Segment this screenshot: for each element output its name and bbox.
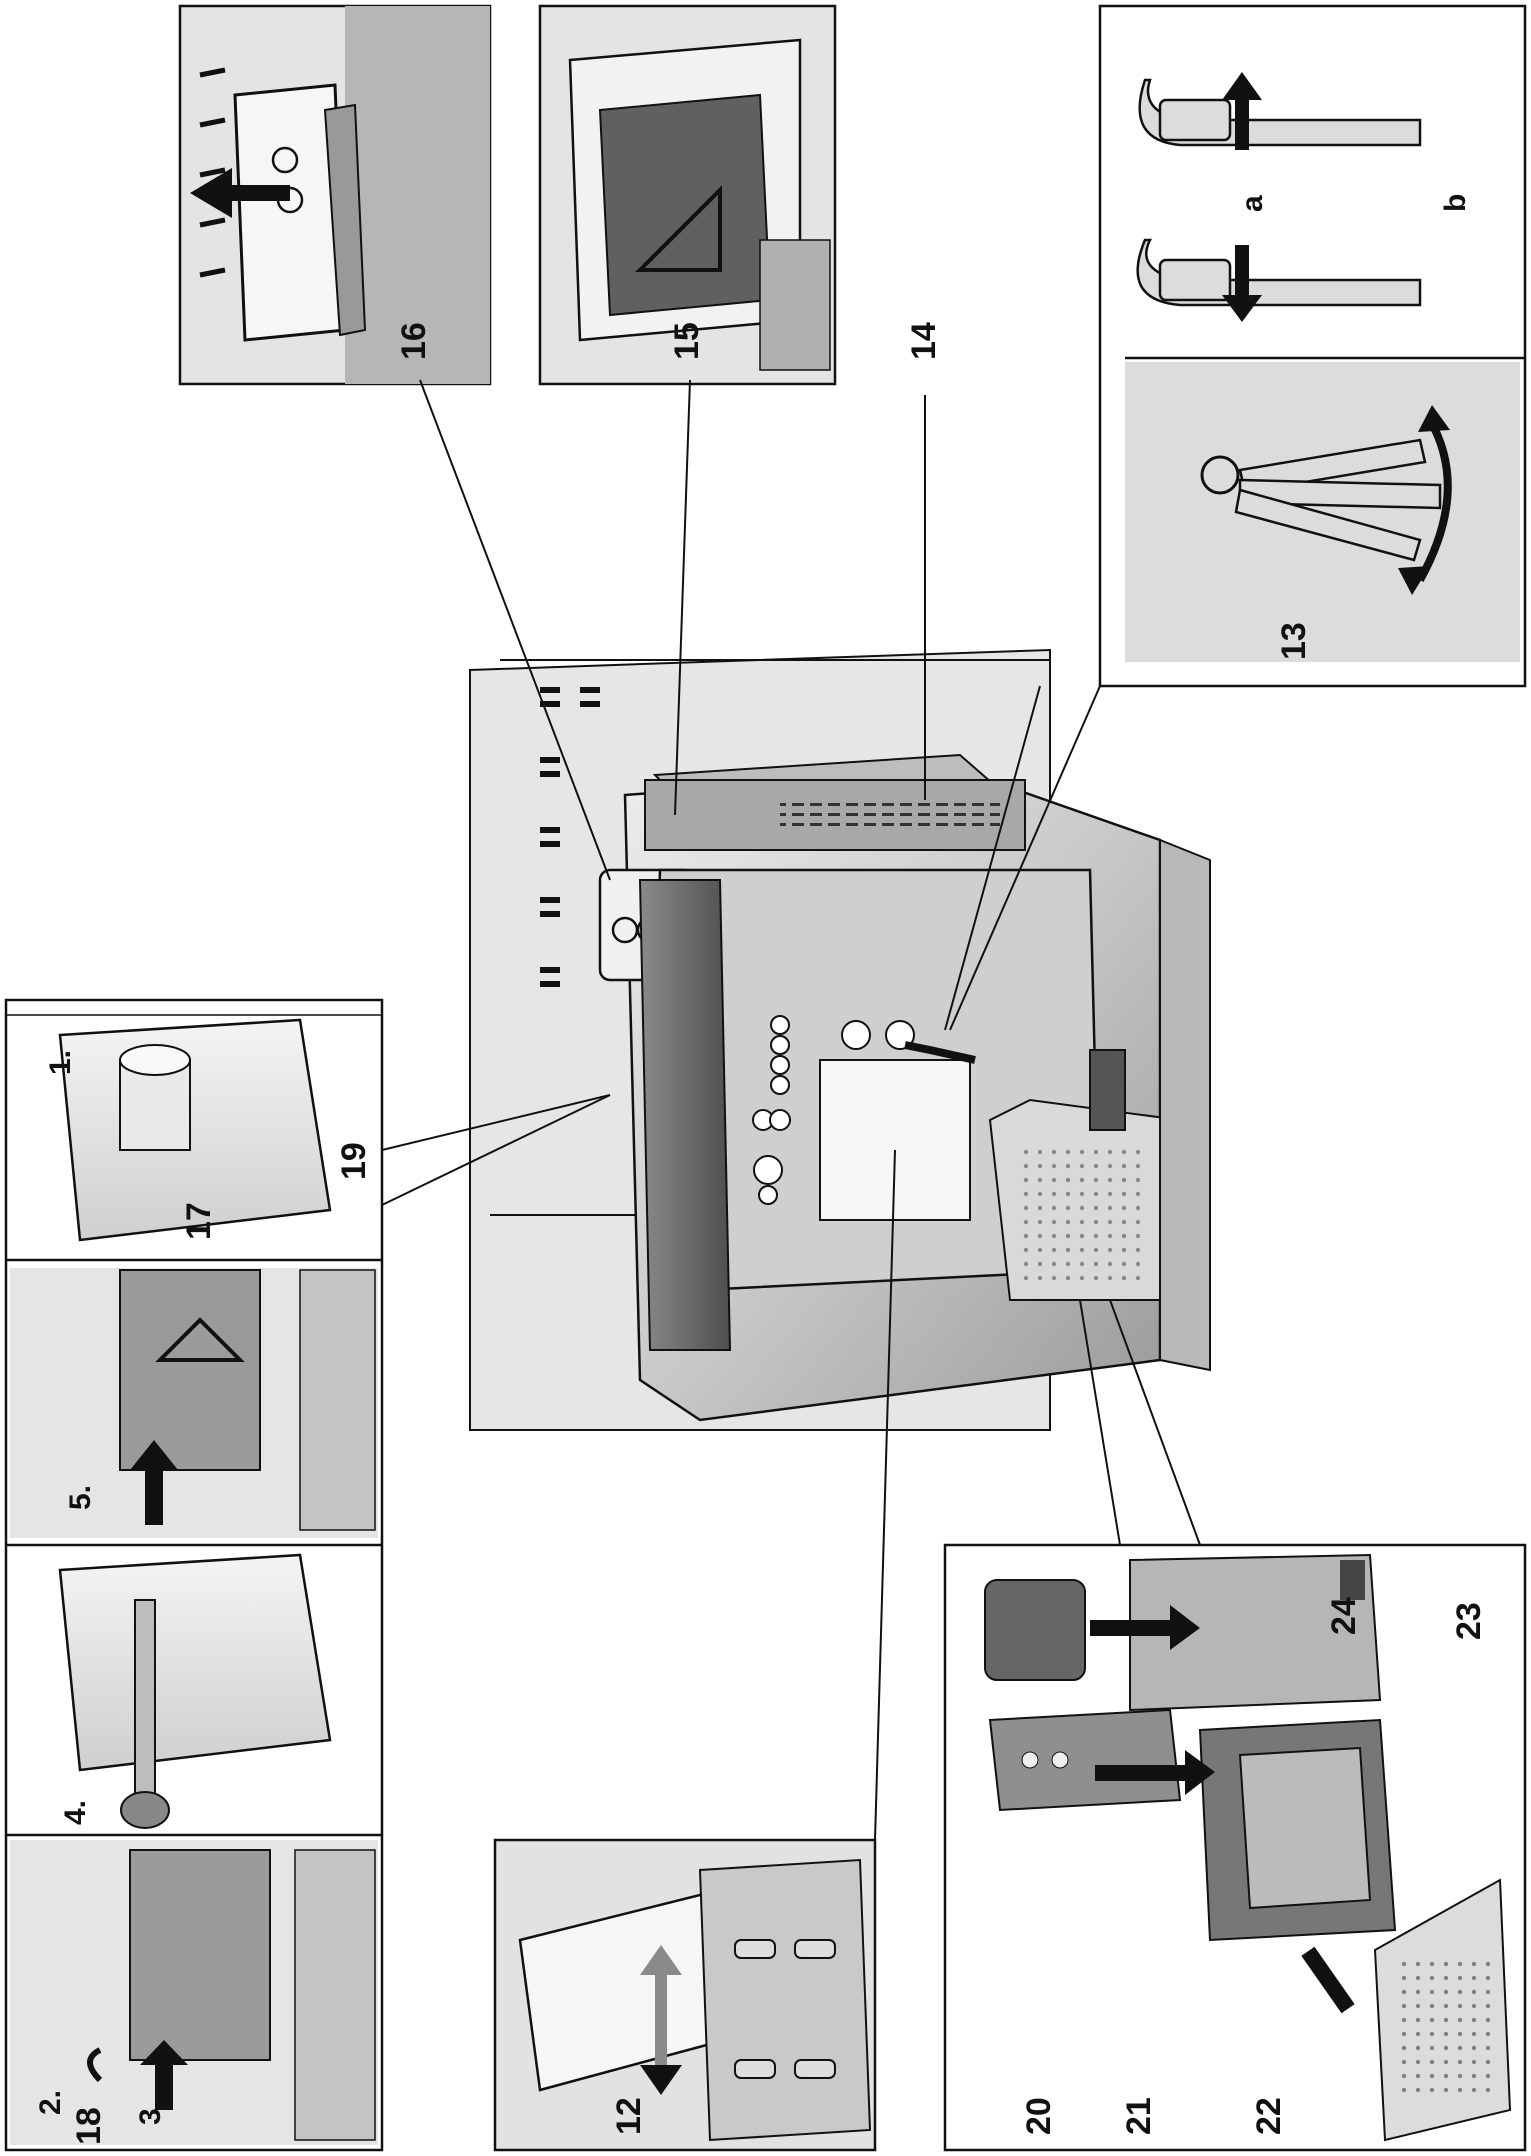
callout-12: 12 xyxy=(610,2097,648,2135)
panel-step-5 xyxy=(10,1268,378,1538)
step-5-label: 5. xyxy=(64,1485,97,1510)
label-b: b xyxy=(1439,194,1472,212)
step-1-label: 1. xyxy=(44,1050,77,1075)
callout-16: 16 xyxy=(395,322,433,360)
label-a: a xyxy=(1236,195,1269,212)
control-buttons xyxy=(752,1015,791,1205)
step-4-label: 4. xyxy=(59,1800,92,1825)
arrow-nozzle-a xyxy=(1222,72,1262,150)
panel-strip-water-tank xyxy=(4,998,384,2152)
panel-20-24-drip-tray xyxy=(943,1543,1527,2152)
step-2-label: 2. xyxy=(34,2090,67,2115)
panel-15-cover xyxy=(538,4,837,386)
step-3-label: 3. xyxy=(134,2100,167,2125)
callout-13: 13 xyxy=(1275,622,1313,660)
callout-20: 20 xyxy=(1020,2097,1058,2135)
callout-labels: 16 15 14 13 a b 17 5. 4. 2. 3. 18 12 20 … xyxy=(34,194,1488,2145)
wall-vent-slots xyxy=(540,687,600,987)
panel-step-4 xyxy=(58,1553,332,1829)
arrow-lift-lid xyxy=(190,168,290,218)
callout-17: 17 xyxy=(180,1202,218,1240)
arrow-slide-cover xyxy=(640,1945,682,2095)
panel-16-lid xyxy=(178,4,492,386)
arrow-nozzle-b xyxy=(1222,245,1262,322)
callout-21: 21 xyxy=(1120,2097,1158,2135)
callout-15: 15 xyxy=(668,322,706,360)
callout-24: 24 xyxy=(1325,1597,1363,1635)
panel-12-outlet-cover xyxy=(493,1838,877,2152)
main-appliance xyxy=(469,648,1211,1431)
callout-22: 22 xyxy=(1250,2097,1288,2135)
callout-23: 23 xyxy=(1450,1602,1488,1640)
panel-17-tank xyxy=(58,1018,332,1242)
panel-18-steps-2-3 xyxy=(10,1840,378,2145)
panel-13-steam-nozzle xyxy=(1098,4,1527,688)
callout-18: 18 xyxy=(70,2107,108,2145)
leader-lines xyxy=(381,379,1201,1841)
callout-19: 19 xyxy=(335,1142,373,1180)
callout-14: 14 xyxy=(905,322,943,360)
